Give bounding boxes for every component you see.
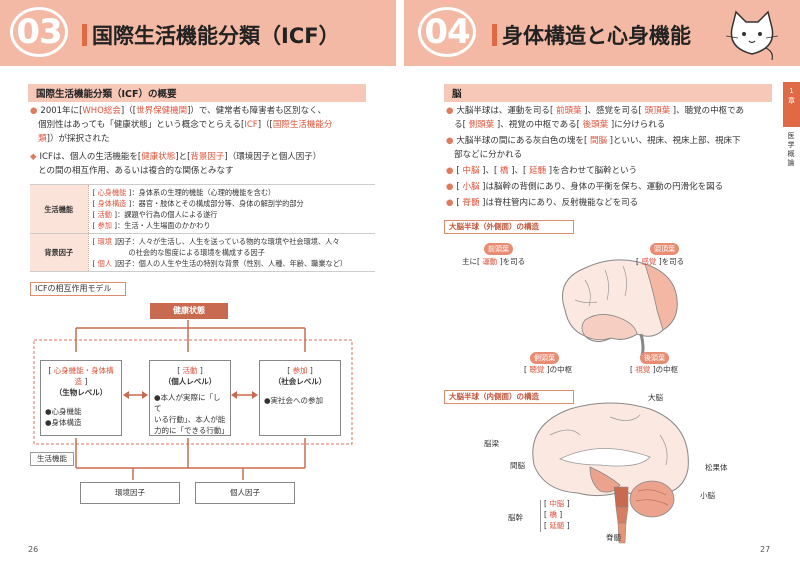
page-number-left: 26 bbox=[28, 545, 39, 554]
table-cell-life-function: [ 心身機能 ]：身体系の生理的機能（心理的機能を含む） [ 身体構造 ]：器官… bbox=[88, 184, 375, 234]
title-bar bbox=[492, 24, 497, 46]
label-medulla: [ 延髄 ] bbox=[544, 521, 570, 530]
table-row-head: 生活機能 bbox=[30, 184, 89, 234]
label-temporal-lobe: 側頭葉 bbox=[530, 352, 559, 364]
environmental-factor-box: 環境因子 bbox=[80, 482, 180, 504]
label-temporal-desc: [ 聴覚 ]の中枢 bbox=[524, 365, 573, 374]
chapter-title: 身体構造と心身機能 bbox=[502, 24, 691, 48]
figure-title-medial: 大脳半球（内側面）の構造 bbox=[444, 390, 574, 404]
brainstem-bracket bbox=[540, 500, 576, 532]
table-row-head: 背景因子 bbox=[30, 233, 89, 272]
chapter-title: 国際生活機能分類（ICF） bbox=[92, 24, 340, 48]
paragraph-brainstem: ●[ 中脳 ]、[ 橋 ]、[ 延髄 ]を合わせて脳幹という bbox=[446, 166, 638, 176]
label-brainstem: 脳幹 bbox=[508, 513, 523, 522]
chapter-header-right: 04 身体構造と心身機能 bbox=[404, 0, 800, 66]
life-function-frame bbox=[33, 339, 353, 445]
label-pineal-body: 松果体 bbox=[705, 463, 728, 472]
chapter-side-tab: 1 章 bbox=[783, 82, 800, 127]
section-heading: 国際生活機能分類（ICF）の概要 bbox=[28, 84, 366, 102]
life-function-label: 生活機能 bbox=[30, 452, 74, 466]
cat-mascot-icon bbox=[725, 10, 779, 61]
label-occipital-desc: [ 視覚 ]の中枢 bbox=[630, 365, 679, 374]
activity-box: [ 活動 ] （個人レベル） ●本人が実際に「して いる行動」、本人が能 力的に… bbox=[149, 360, 231, 436]
label-parietal-lobe: 頭頂葉 bbox=[650, 243, 679, 255]
figure-title-lateral: 大脳半球（外側面）の構造 bbox=[444, 220, 574, 234]
label-pons: [ 橋 ] bbox=[544, 510, 563, 519]
chapter-header-left: 03 国際生活機能分類（ICF） bbox=[0, 0, 396, 66]
label-frontal-lobe: 前頭葉 bbox=[484, 243, 513, 255]
label-spinal-cord: 脊髄 bbox=[606, 533, 621, 542]
label-cerebrum: 大脳 bbox=[648, 393, 663, 402]
participation-box: [ 参加 ] （社会レベル） ●実社会への参加 bbox=[259, 360, 341, 436]
chapter-number: 04 bbox=[418, 7, 476, 57]
brain-lateral-illustration bbox=[562, 259, 678, 359]
personal-factor-box: 個人因子 bbox=[195, 482, 295, 504]
chapter-side-label: 医学概論 bbox=[787, 132, 795, 167]
model-title: ICFの相互作用モデル bbox=[30, 282, 126, 296]
label-parietal-desc: [ 感覚 ]を司る bbox=[636, 257, 685, 266]
icf-model-connectors bbox=[33, 320, 353, 480]
brain-medial-illustration bbox=[532, 402, 689, 544]
section-heading: 脳 bbox=[444, 84, 772, 102]
label-diencephalon: 間脳 bbox=[510, 461, 525, 470]
health-status-box: 健康状態 bbox=[150, 303, 228, 319]
label-corpus-callosum: 脳梁 bbox=[484, 439, 499, 448]
label-frontal-desc: 主に[ 運動 ]を司る bbox=[462, 257, 526, 266]
label-occipital-lobe: 後頭葉 bbox=[640, 352, 669, 364]
paragraph-diencephalon: ●大脳半球の間にある灰白色の塊を[ 間脳 ]といい、視床、視床上部、視床下 部な… bbox=[446, 136, 741, 160]
paragraph-cerebrum: ●大脳半球は、運動を司る[ 前頭葉 ]、感覚を司る[ 頭頂葉 ]、聴覚の中枢であ… bbox=[446, 106, 745, 130]
page-number-right: 27 bbox=[760, 545, 771, 554]
icf-table: 生活機能 [ 心身機能 ]：身体系の生理的機能（心理的機能を含む） [ 身体構造… bbox=[30, 184, 375, 272]
label-midbrain: [ 中脳 ] bbox=[544, 499, 570, 508]
paragraph-icf-definition: ◆ICFは、個人の生活機能を[健康状態]と[背景因子]（環境因子と個人因子） と… bbox=[30, 152, 322, 176]
paragraph-icf-adoption: ●2001年に[WHO総会]（[世界保健機関]）で、健常者も障害者も区別なく、 … bbox=[30, 106, 333, 144]
title-bar bbox=[82, 24, 87, 46]
label-cerebellum: 小脳 bbox=[700, 491, 715, 500]
paragraph-cerebellum: ●[ 小脳 ]は脳幹の背側にあり、身体の平衡を保ち、運動の円滑化を図る bbox=[446, 182, 724, 192]
paragraph-spinal-cord: ●[ 脊髄 ]は脊柱管内にあり、反射機能などを司る bbox=[446, 198, 639, 208]
body-function-box: [ 心身機能・身体構造 ] （生物レベル） ●心身機能 ●身体構造 bbox=[40, 360, 122, 436]
chapter-number: 03 bbox=[10, 7, 68, 57]
table-cell-background: [ 環境 ]因子：人々が生活し、人生を送っている物的な環境や社会環境、人々 の社… bbox=[88, 233, 375, 272]
